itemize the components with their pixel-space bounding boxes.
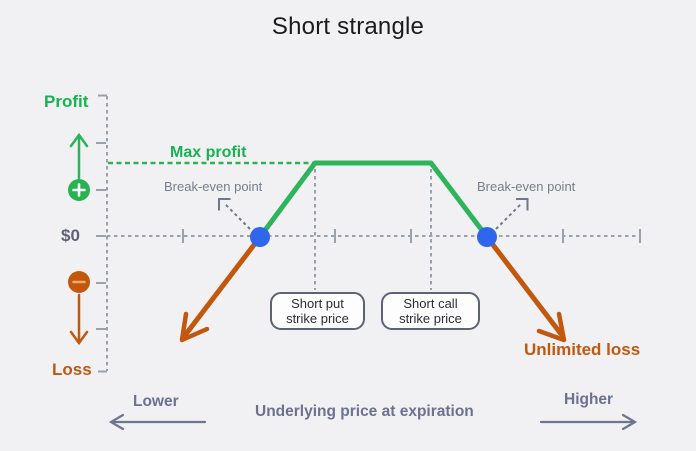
arrow-down-icon — [69, 330, 89, 346]
plus-icon — [72, 183, 86, 197]
y-axis — [96, 94, 108, 373]
zero-axis-label: $0 — [61, 226, 80, 245]
max-profit-label: Max profit — [170, 144, 247, 161]
higher-direction-arrow — [539, 413, 638, 431]
breakeven-point-left-dot — [250, 227, 270, 247]
short-call-strike-price-box: Short call strike price — [381, 292, 480, 330]
x-axis — [107, 229, 641, 243]
loss-axis-label: Loss — [52, 360, 92, 379]
strike-guide-lines — [314, 169, 432, 290]
lower-direction-arrow — [108, 413, 207, 431]
minus-badge — [68, 271, 90, 293]
short-call-line1: Short call — [403, 296, 458, 311]
arrow-up-right-icon — [516, 198, 529, 211]
arrow-up-left-icon — [218, 198, 231, 211]
lower-label: Lower — [133, 393, 179, 410]
left-loss-arrowhead-icon — [179, 311, 210, 343]
short-put-line1: Short put — [291, 296, 344, 311]
breakeven-label-left: Break-even point — [164, 179, 263, 194]
unlimited-loss-label: Unlimited loss — [524, 340, 641, 359]
arrow-right-icon — [621, 413, 638, 431]
short-call-line2: strike price — [399, 311, 462, 326]
higher-label: Higher — [564, 391, 614, 408]
payoff-profit-line — [257, 160, 490, 240]
left-loss-arrow — [179, 234, 263, 343]
profit-direction-arrow — [69, 132, 89, 180]
arrow-left-icon — [108, 413, 125, 431]
plus-badge — [68, 179, 90, 201]
breakeven-point-right-dot — [477, 227, 497, 247]
breakeven-left-pointer — [218, 198, 251, 230]
breakeven-right-pointer — [495, 198, 529, 230]
short-put-line2: strike price — [286, 311, 349, 326]
arrow-up-icon — [69, 132, 89, 148]
profit-axis-label: Profit — [44, 92, 89, 111]
short-put-strike-price-box: Short put strike price — [270, 292, 365, 330]
x-axis-title: Underlying price at expiration — [255, 403, 474, 420]
page-title: Short strangle — [271, 13, 425, 40]
right-loss-arrowhead-icon — [536, 311, 567, 343]
breakeven-label-right: Break-even point — [477, 179, 576, 194]
right-loss-arrow — [484, 234, 567, 343]
loss-direction-arrow — [69, 293, 89, 346]
